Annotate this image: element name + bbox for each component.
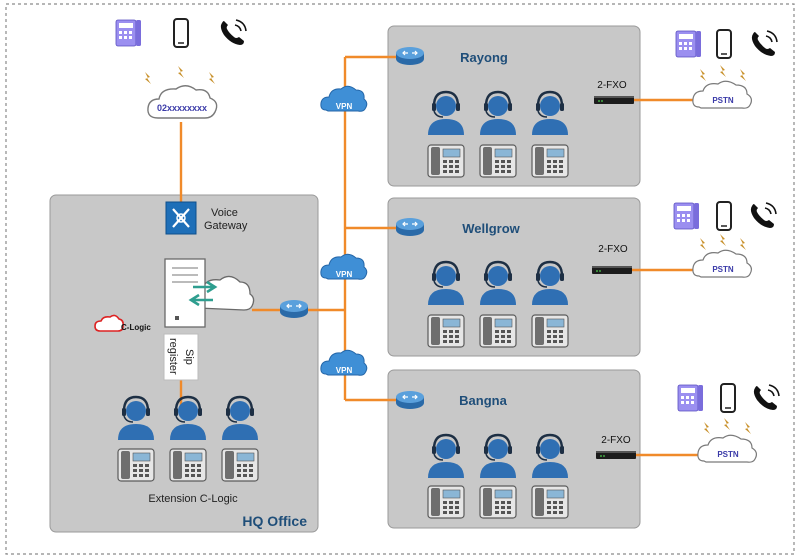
fxo-label-rayong: 2-FXO [597,80,627,91]
desk-phone-icon [427,314,465,348]
branch-name-rayong: Rayong [460,50,508,65]
desk-phone-icon [531,144,569,178]
vpn-label-2: VPN [336,270,353,279]
clogic-logo-text: C-Logic [121,323,151,332]
lightning-icon [700,238,706,250]
pstn-label-bangna: PSTN [717,450,739,459]
mobile-phone-icon [173,18,189,48]
mobile-phone-icon [720,383,736,413]
desk-phone-icon [169,448,207,482]
vpn-label-3: VPN [336,366,353,375]
desk-phone-icon [479,314,517,348]
telephone-icon [750,202,777,229]
desk-phone-icon [117,448,155,482]
router-icon [395,46,425,66]
fxo-gateway-icon [596,451,636,459]
lightning-icon [700,69,706,81]
clogic-logo: C-Logic [94,314,151,332]
top-cloud-number: 02xxxxxxxx [157,103,207,113]
lightning-icon [704,422,710,434]
fxo-label-wellgrow: 2-FXO [598,244,628,255]
sip-label-2: register [167,338,179,375]
router-icon [279,299,309,319]
lightning-icon [720,234,726,246]
pstn-label-wellgrow: PSTN [712,265,734,274]
lightning-icon [745,422,751,434]
desk-phone-icon [427,144,465,178]
mobile-phone-icon [716,29,732,59]
telephone-icon [220,19,247,46]
router-icon [395,390,425,410]
desk-phone-icon [479,485,517,519]
router-icon [395,217,425,237]
server-icon [164,258,255,328]
hq-office-title: HQ Office [242,513,307,529]
fxo-gateway-icon [594,96,634,104]
voice-gateway-icon [165,201,197,235]
top-cloud-icon [147,85,218,119]
fxo-gateway-icon [592,266,632,274]
pstn-label-rayong: PSTN [712,96,734,105]
desk-phone-icon [221,448,259,482]
voice-gateway-label-1: Voice [211,207,238,219]
vpn-label-1: VPN [336,102,353,111]
branch-name-bangna: Bangna [459,393,507,408]
lightning-icon [724,418,730,430]
fax-icon [675,30,702,58]
lightning-icon [740,69,746,81]
lightning-icon [145,72,151,84]
extension-label: Extension C-Logic [148,493,238,505]
sip-register-box [163,333,199,381]
fax-icon [673,202,700,230]
fax-icon [115,19,142,47]
desk-phone-icon [427,485,465,519]
telephone-icon [751,30,778,57]
lightning-icon [720,65,726,77]
sip-label-1: Sip [183,349,195,365]
lightning-icon [209,72,215,84]
telephone-icon [753,384,780,411]
mobile-phone-icon [716,201,732,231]
lightning-icon [178,66,184,78]
desk-phone-icon [479,144,517,178]
branch-name-wellgrow: Wellgrow [462,221,520,236]
lightning-icon [740,238,746,250]
desk-phone-icon [531,485,569,519]
outer-border [5,3,795,555]
desk-phone-icon [531,314,569,348]
fxo-label-bangna: 2-FXO [601,435,631,446]
fax-icon [677,384,704,412]
voice-gateway-label-2: Gateway [204,220,248,232]
